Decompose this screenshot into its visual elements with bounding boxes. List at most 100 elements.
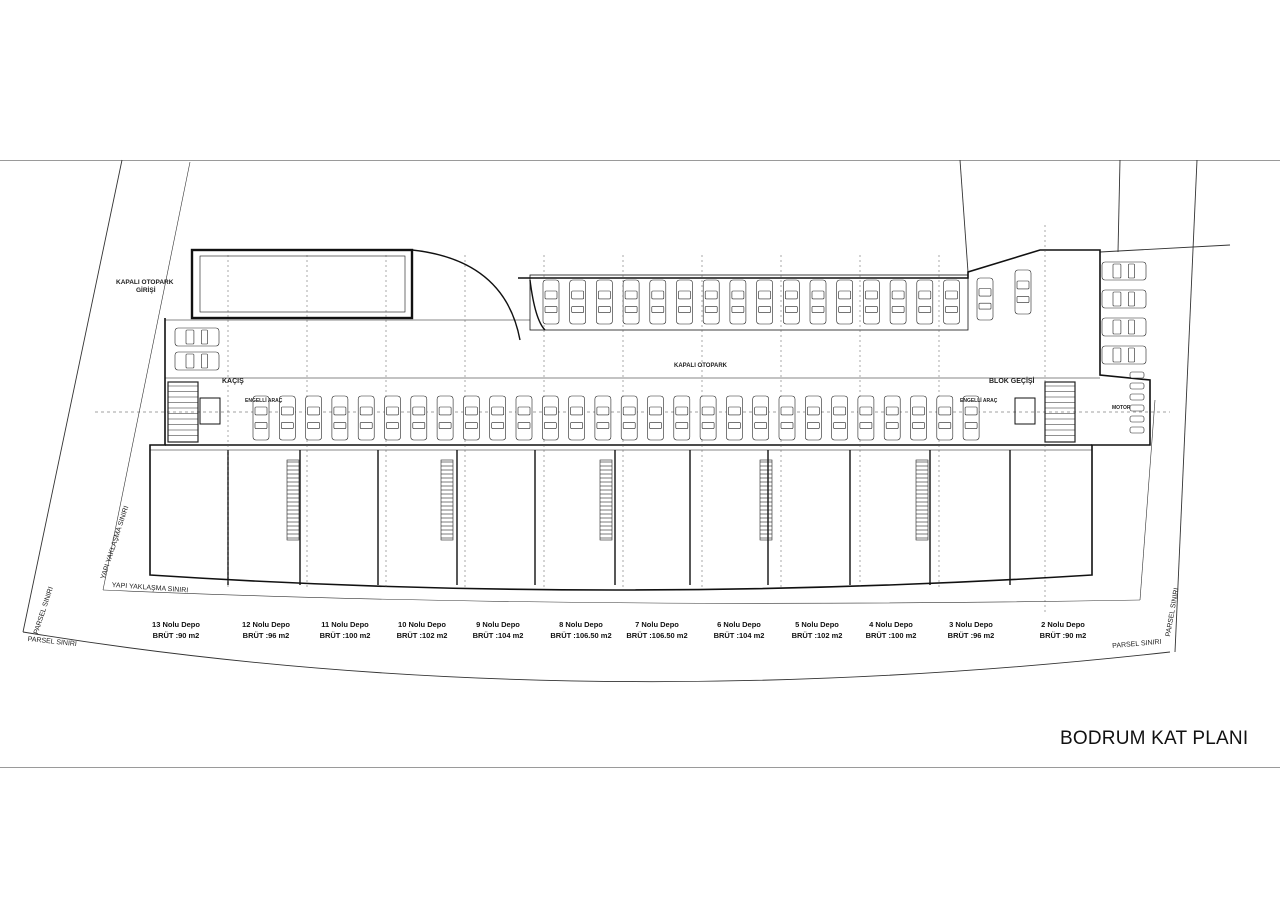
upper-parking-car-16	[943, 279, 960, 325]
middle-parking-car-21	[778, 395, 796, 441]
upper-parking-car-13	[863, 279, 880, 325]
covered-parking-label: KAPALI OTOPARK	[674, 363, 728, 369]
ramp-curve	[411, 249, 521, 341]
middle-parking-car-18	[699, 395, 717, 441]
elevator-right	[1014, 397, 1036, 425]
motorcycle-slot-6	[1129, 426, 1145, 434]
middle-parking-car-28	[962, 395, 980, 441]
elevator-left	[199, 397, 221, 425]
parcel-boundary-left	[22, 159, 123, 633]
parking-entrance-label: KAPALI OTOPARK GİRİŞİ	[116, 279, 174, 294]
core-stair-1	[167, 381, 199, 443]
left-parking-car-2	[174, 351, 220, 371]
core-stair-2	[1044, 381, 1076, 443]
upper-parking-car-15	[916, 279, 934, 325]
middle-parking-car-8	[436, 395, 454, 441]
middle-parking-car-27	[936, 395, 954, 441]
middle-parking-car-1	[252, 395, 270, 441]
depot-stair-5	[915, 459, 929, 541]
middle-parking-car-3	[305, 395, 322, 441]
motorcycle-slot-2	[1129, 382, 1145, 390]
motorcycle-slot-1	[1129, 371, 1145, 379]
depot-stair-3	[599, 459, 613, 541]
motor-parking-label: MOTOR	[1112, 405, 1131, 411]
parcel-boundary-inner-right	[1117, 159, 1121, 253]
motorcycle-slot-4	[1129, 404, 1145, 412]
setback-line-right	[1139, 399, 1156, 601]
upper-parking-car-18	[1014, 269, 1032, 315]
upper-parking-car-10	[782, 279, 800, 325]
depot-stair-4	[759, 459, 773, 541]
disabled-parking-left-label: ENGELLİ ARAÇ	[245, 398, 283, 404]
upper-parking-car-6	[676, 279, 693, 325]
setback-line-left	[102, 161, 191, 591]
upper-parking-car-12	[836, 279, 854, 325]
middle-parking-car-10	[489, 395, 507, 441]
middle-parking-car-9	[463, 395, 480, 441]
middle-parking-car-13	[568, 395, 585, 441]
upper-parking-car-3	[596, 279, 613, 325]
middle-parking-car-6	[384, 395, 401, 441]
depot-stair-1	[286, 459, 300, 541]
middle-parking-car-14	[594, 395, 612, 441]
top-parking-row	[529, 274, 969, 331]
middle-parking-car-22	[804, 395, 822, 441]
disabled-parking-right-label: ENGELLİ ARAÇ	[960, 398, 998, 404]
upper-parking-car-9	[756, 279, 773, 325]
upper-parking-car-14	[889, 279, 907, 325]
right-parking-car-2	[1101, 289, 1147, 309]
middle-parking-car-11	[515, 395, 533, 441]
drawing-title: BODRUM KAT PLANI	[1060, 728, 1249, 749]
ramp-curve-inner	[529, 279, 546, 331]
ramp-block	[190, 248, 414, 320]
block-passage-label: BLOK GEÇİŞİ	[989, 378, 1035, 385]
upper-parking-car-2	[569, 279, 587, 325]
right-parking-car-4	[1101, 345, 1147, 365]
middle-parking-car-16	[647, 395, 664, 441]
parcel-boundary-bottom	[22, 631, 1171, 683]
middle-parking-car-7	[410, 395, 428, 441]
parcel-boundary-right	[1174, 159, 1198, 653]
depot-stair-2	[440, 459, 454, 541]
middle-parking-car-12	[541, 395, 559, 441]
middle-parking-car-23	[831, 395, 848, 441]
sheet-bottom-border	[0, 767, 1280, 768]
sheet-top-border	[0, 160, 1280, 161]
middle-parking-car-25	[883, 395, 901, 441]
upper-parking-car-17	[976, 277, 994, 321]
motorcycle-slot-5	[1129, 415, 1145, 423]
parcel-boundary-inner	[959, 159, 969, 273]
upper-parking-car-7	[702, 279, 720, 325]
motorcycle-slot-3	[1129, 393, 1145, 401]
ramp-inner	[199, 255, 406, 313]
setback-line-bottom	[102, 589, 1141, 604]
right-parking-car-3	[1101, 317, 1147, 337]
middle-parking-car-5	[357, 395, 375, 441]
escape-label: KAÇIŞ	[222, 378, 244, 385]
upper-parking-car-8	[729, 279, 747, 325]
right-parking-car-1	[1101, 261, 1147, 281]
middle-parking-car-4	[331, 395, 349, 441]
left-parking-car-1	[174, 327, 220, 347]
upper-parking-car-11	[809, 279, 827, 325]
middle-parking-car-24	[857, 395, 875, 441]
upper-parking-car-4	[622, 279, 640, 325]
building-outline	[149, 249, 1151, 591]
middle-parking-car-20	[752, 395, 770, 441]
parcel-boundary-top-right	[1099, 244, 1231, 253]
middle-parking-car-17	[673, 395, 691, 441]
middle-parking-car-19	[726, 395, 743, 441]
middle-parking-car-2	[278, 395, 296, 441]
upper-parking-car-5	[649, 279, 667, 325]
